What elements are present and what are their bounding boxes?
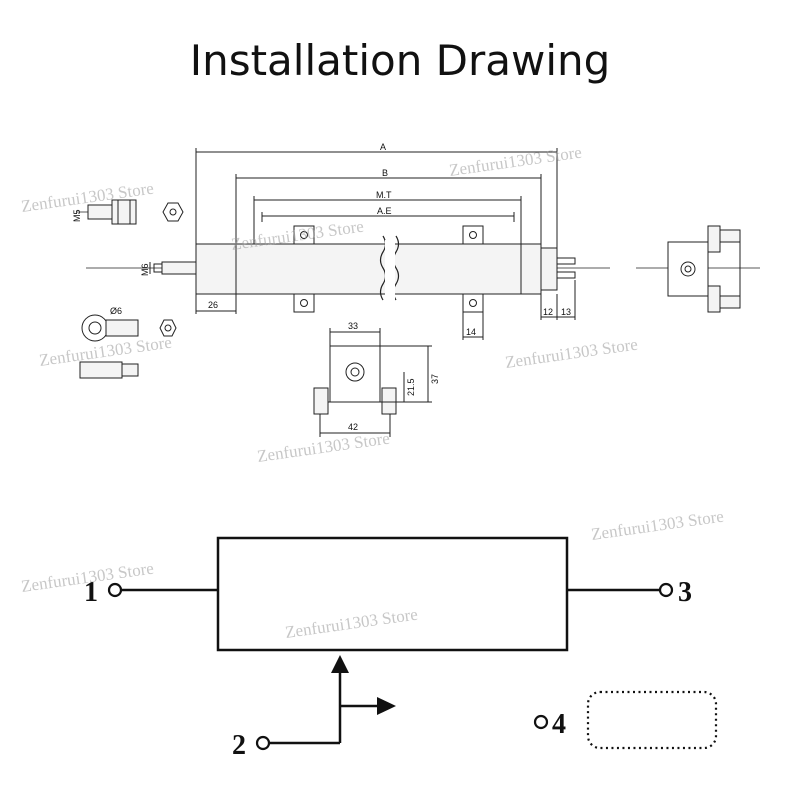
dim-13: 13 (561, 307, 571, 317)
sensor-body (195, 243, 542, 295)
dim-mt: M.T (376, 190, 392, 200)
dim-33: 33 (348, 321, 358, 331)
pin-2-terminal (255, 735, 271, 751)
dim-42: 42 (348, 422, 358, 432)
dim-14: 14 (466, 327, 476, 337)
dim-12: 12 (543, 307, 553, 317)
dim-a: A (380, 142, 386, 152)
watermark: Zenfurui1303 Store (256, 429, 391, 466)
pin-3-terminal (658, 582, 674, 598)
dim-phi6: Ø6 (110, 306, 122, 316)
watermark: Zenfurui1303 Store (284, 605, 419, 642)
dim-26: 26 (208, 300, 218, 310)
pin-4-dotted-box (586, 690, 718, 750)
pin-4-label: 4 (552, 709, 566, 740)
watermark: Zenfurui1303 Store (590, 507, 725, 544)
dim-ae: A.E (377, 206, 392, 216)
page-title: Installation Drawing (189, 36, 611, 85)
dim-m6: M6 (140, 263, 150, 276)
dim-b: B (382, 168, 388, 178)
pin-3-label: 3 (678, 577, 692, 608)
pin-1-label: 1 (84, 577, 98, 608)
pin-2-label: 2 (232, 730, 246, 761)
pin-1-terminal (107, 582, 123, 598)
watermark: Zenfurui1303 Store (504, 335, 639, 372)
dim-37: 37 (430, 374, 440, 384)
mechanical-drawing (76, 148, 760, 437)
watermark: Zenfurui1303 Store (448, 143, 583, 180)
dim-21-5: 21.5 (406, 378, 416, 396)
dim-m5: M5 (72, 209, 82, 222)
pin-4-terminal (533, 714, 549, 730)
resistor-body (216, 536, 569, 652)
sensor-rod (161, 261, 197, 275)
wiper-arrow-right-icon (377, 697, 396, 715)
mount-bracket (329, 345, 381, 403)
wiper-arrow-up-icon (331, 655, 349, 673)
schematic (107, 536, 718, 751)
